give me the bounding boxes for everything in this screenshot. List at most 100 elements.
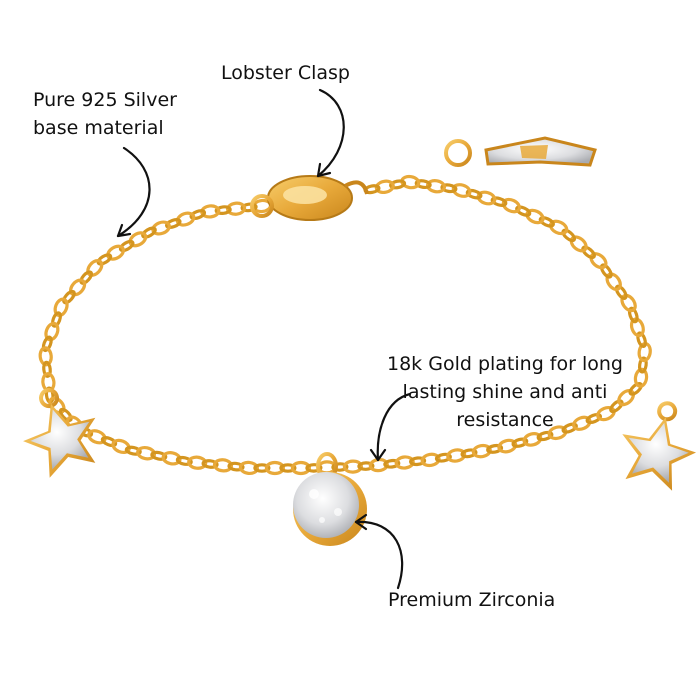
chain-link: [212, 458, 234, 473]
clasp-annotation: Lobster Clasp: [221, 62, 350, 84]
chain-link: [414, 179, 432, 190]
chain-link: [389, 179, 407, 190]
chain-link: [86, 258, 104, 277]
chain-link: [589, 252, 608, 270]
gold-leader-arrow: [369, 448, 387, 462]
chain-link: [629, 317, 645, 338]
chain-link: [522, 432, 543, 447]
chain-link: [633, 367, 649, 388]
chain-link: [585, 412, 603, 425]
chain-link: [425, 179, 447, 194]
silver-annotation-line-2: base material: [33, 117, 164, 139]
chain-link: [561, 422, 578, 434]
chain-link: [628, 382, 643, 396]
chain-link: [627, 306, 639, 324]
chain-link: [383, 458, 401, 469]
gold-annotation-line-1: 18k Gold plating for long: [387, 353, 623, 375]
chain-link: [636, 331, 647, 349]
gold-annotation-line-2: lasting shine and anti: [402, 381, 608, 403]
chain-link: [136, 445, 157, 461]
chain-link: [290, 460, 311, 476]
chain-link: [175, 455, 193, 466]
chain-link: [581, 245, 596, 260]
chain-link: [58, 407, 73, 423]
chain-link: [486, 443, 504, 454]
chain-link: [342, 459, 363, 474]
chain-link: [374, 179, 395, 195]
chain-link: [38, 346, 53, 367]
chain-link: [41, 335, 53, 353]
extension-tag: [444, 136, 597, 167]
chain-link: [128, 231, 148, 248]
chain-link: [569, 235, 588, 253]
chain-link: [42, 360, 52, 378]
chain-link: [471, 443, 492, 459]
chain-link: [394, 455, 415, 470]
zirconia-leader-arrow: [354, 513, 368, 531]
chain-link: [617, 388, 636, 407]
chain-link: [44, 321, 60, 342]
chain-link: [69, 278, 87, 297]
chain-link: [279, 463, 297, 473]
chain-link: [572, 415, 592, 431]
clasp-leader-arrow: [316, 162, 332, 178]
gold-plating-annotation: 18k Gold plating for long lasting shine …: [364, 350, 646, 434]
star-charm-left: [23, 388, 96, 478]
chain-link: [201, 459, 219, 469]
chain-link: [106, 244, 126, 261]
chain-link: [497, 438, 518, 454]
chain-link: [525, 208, 545, 225]
star-charm-right: [622, 401, 697, 491]
chain-link: [538, 216, 555, 228]
chain-link: [51, 311, 62, 328]
chain-link: [357, 461, 375, 471]
chain-link: [161, 451, 182, 466]
silver-annotation: Pure 925 Silver base material: [33, 86, 177, 142]
silver-leader-arrow: [116, 223, 132, 238]
chain-link: [226, 201, 247, 216]
chain-link: [609, 399, 624, 414]
chain-link: [490, 196, 508, 207]
chain-link: [465, 188, 483, 200]
chain-link: [227, 461, 245, 472]
chain-link: [305, 463, 323, 473]
chain-link: [240, 202, 258, 213]
chain-link: [264, 460, 285, 476]
chain-link: [187, 455, 208, 470]
chain-link: [460, 448, 478, 459]
chain-link: [111, 438, 131, 455]
chain-link: [141, 226, 157, 239]
clasp-leader-line: [316, 88, 345, 178]
chain-link: [409, 456, 427, 467]
chain-link: [614, 284, 628, 300]
chain-link: [96, 253, 113, 266]
chain-link: [79, 270, 94, 285]
chain-link: [62, 289, 76, 305]
chain-link: [446, 448, 467, 463]
chain-link: [561, 228, 577, 243]
chain-link: [124, 445, 142, 456]
chain-link: [605, 272, 622, 291]
chain-link: [118, 239, 135, 253]
chain-link: [53, 297, 69, 318]
chain-link: [511, 437, 529, 448]
chain-link: [331, 462, 349, 472]
chain-link: [637, 356, 648, 374]
chain-link: [548, 219, 569, 236]
chain-link: [599, 263, 613, 279]
chain-link: [165, 218, 182, 229]
chain-link: [189, 209, 207, 221]
chain-link: [151, 220, 171, 236]
lobster-clasp: [250, 175, 369, 221]
zirconia-annotation: Premium Zirconia: [388, 589, 556, 611]
chain-link: [150, 450, 168, 461]
chain-link: [434, 452, 452, 463]
chain-link: [620, 293, 637, 313]
chain-link: [253, 463, 271, 473]
chain-link: [87, 429, 107, 445]
chain-link: [214, 205, 232, 215]
gold-annotation-line-3: resistance: [456, 409, 554, 431]
chain-link: [536, 430, 554, 442]
gold-leader-line: [376, 392, 412, 462]
